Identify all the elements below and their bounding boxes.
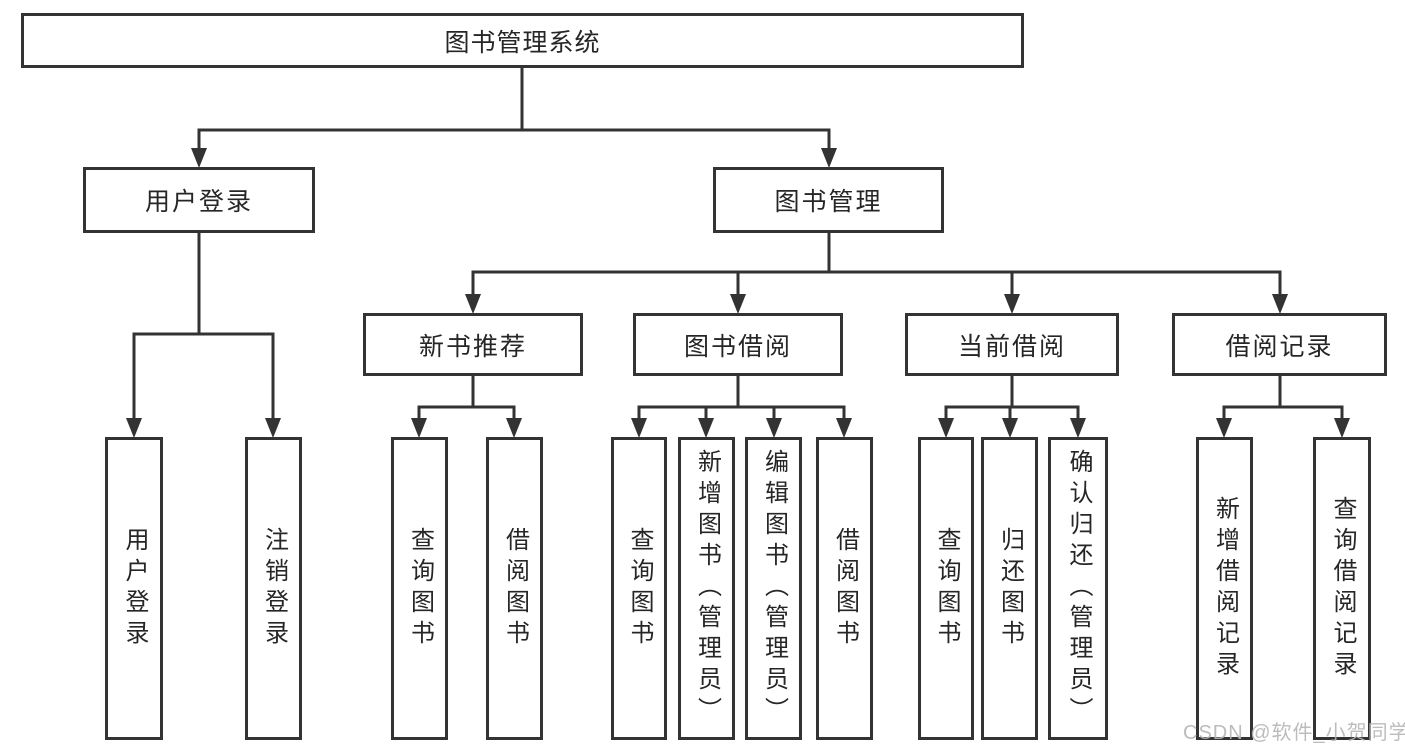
branch-new-book-recommend: 新书推荐: [363, 313, 583, 376]
branch-book-management: 图书管理: [713, 167, 944, 233]
branch-book-borrow: 图书借阅: [633, 313, 843, 376]
leaf-logout: 注销登录: [245, 437, 302, 740]
branch-current-borrow: 当前借阅: [905, 313, 1119, 376]
leaf-query-borrow-record: 查询借阅记录: [1313, 437, 1371, 740]
leaf-query-book-current: 查询图书: [918, 437, 974, 740]
leaf-query-book-borrow: 查询图书: [611, 437, 667, 740]
branch-borrow-records: 借阅记录: [1172, 313, 1387, 376]
watermark-text: CSDN @软件_小贺同学: [1183, 722, 1405, 744]
leaf-borrow-book: 借阅图书: [816, 437, 873, 740]
leaf-confirm-return-admin: 确认归还（管理员）: [1048, 437, 1108, 740]
leaf-user-login: 用户登录: [105, 437, 163, 740]
leaf-add-borrow-record: 新增借阅记录: [1196, 437, 1253, 740]
leaf-return-book: 归还图书: [981, 437, 1038, 740]
leaf-add-book-admin: 新增图书（管理员）: [678, 437, 735, 740]
leaf-edit-book-admin: 编辑图书（管理员）: [745, 437, 802, 740]
branch-user-login: 用户登录: [83, 167, 315, 233]
node-root-system: 图书管理系统: [21, 13, 1024, 68]
leaf-borrow-book-recommend: 借阅图书: [486, 437, 543, 740]
leaf-query-book-recommend: 查询图书: [391, 437, 448, 740]
